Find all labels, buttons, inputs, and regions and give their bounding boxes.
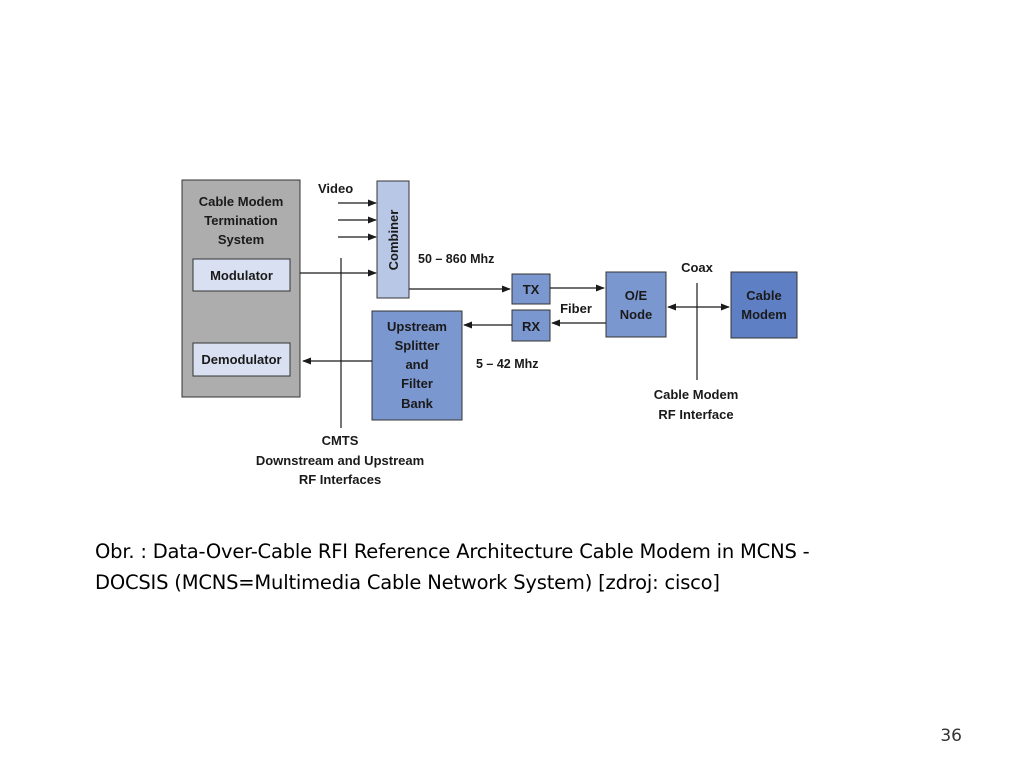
cable-modem-line-2: Modem [741,307,787,322]
upstream-bank-line-4: Filter [401,376,433,391]
cable-modem-line-1: Cable [746,288,781,303]
rx-label: RX [522,319,540,334]
cm-interface-line-2: RF Interface [658,407,733,422]
page-number: 36 [940,726,962,746]
cmts-interfaces-line-1: CMTS [322,433,359,448]
cable-modem-box [730,271,798,339]
upstream-bank-box [371,310,463,421]
modulator-label: Modulator [210,268,273,283]
fiber-label: Fiber [560,301,592,316]
video-label: Video [318,181,353,196]
combiner-box [376,180,410,299]
modulator-box [192,258,291,292]
cmts-interfaces-line-3: RF Interfaces [299,472,381,487]
oe-node-label-line-2: Node [620,307,653,322]
oe-node-box [605,271,667,338]
demodulator-label: Demodulator [201,352,281,367]
rx-box [511,309,551,342]
cmts-title-line-1: Cable Modem [199,194,284,209]
upstream-bank-line-2: Splitter [395,338,440,353]
figure-caption: Obr. : Data-Over-Cable RFI Reference Arc… [95,540,810,594]
cm-interface-line-1: Cable Modem [654,387,739,402]
demodulator-box [192,342,291,377]
combiner-label: Combiner [386,210,401,271]
oe-node-label-line-1: O/E [625,288,648,303]
tx-label: TX [523,282,540,297]
upstream-freq-label: 5 – 42 Mhz [476,357,539,371]
upstream-bank-line-3: and [405,357,428,372]
upstream-bank-line-5: Bank [401,396,434,411]
cmts-interfaces-line-2: Downstream and Upstream [256,453,424,468]
upstream-bank-line-1: Upstream [387,319,447,334]
cmts-title-line-2: Termination [204,213,277,228]
downstream-freq-label: 50 – 860 Mhz [418,252,494,266]
coax-label: Coax [681,260,714,275]
tx-box [511,273,551,305]
cmts-title-line-3: System [218,232,264,247]
